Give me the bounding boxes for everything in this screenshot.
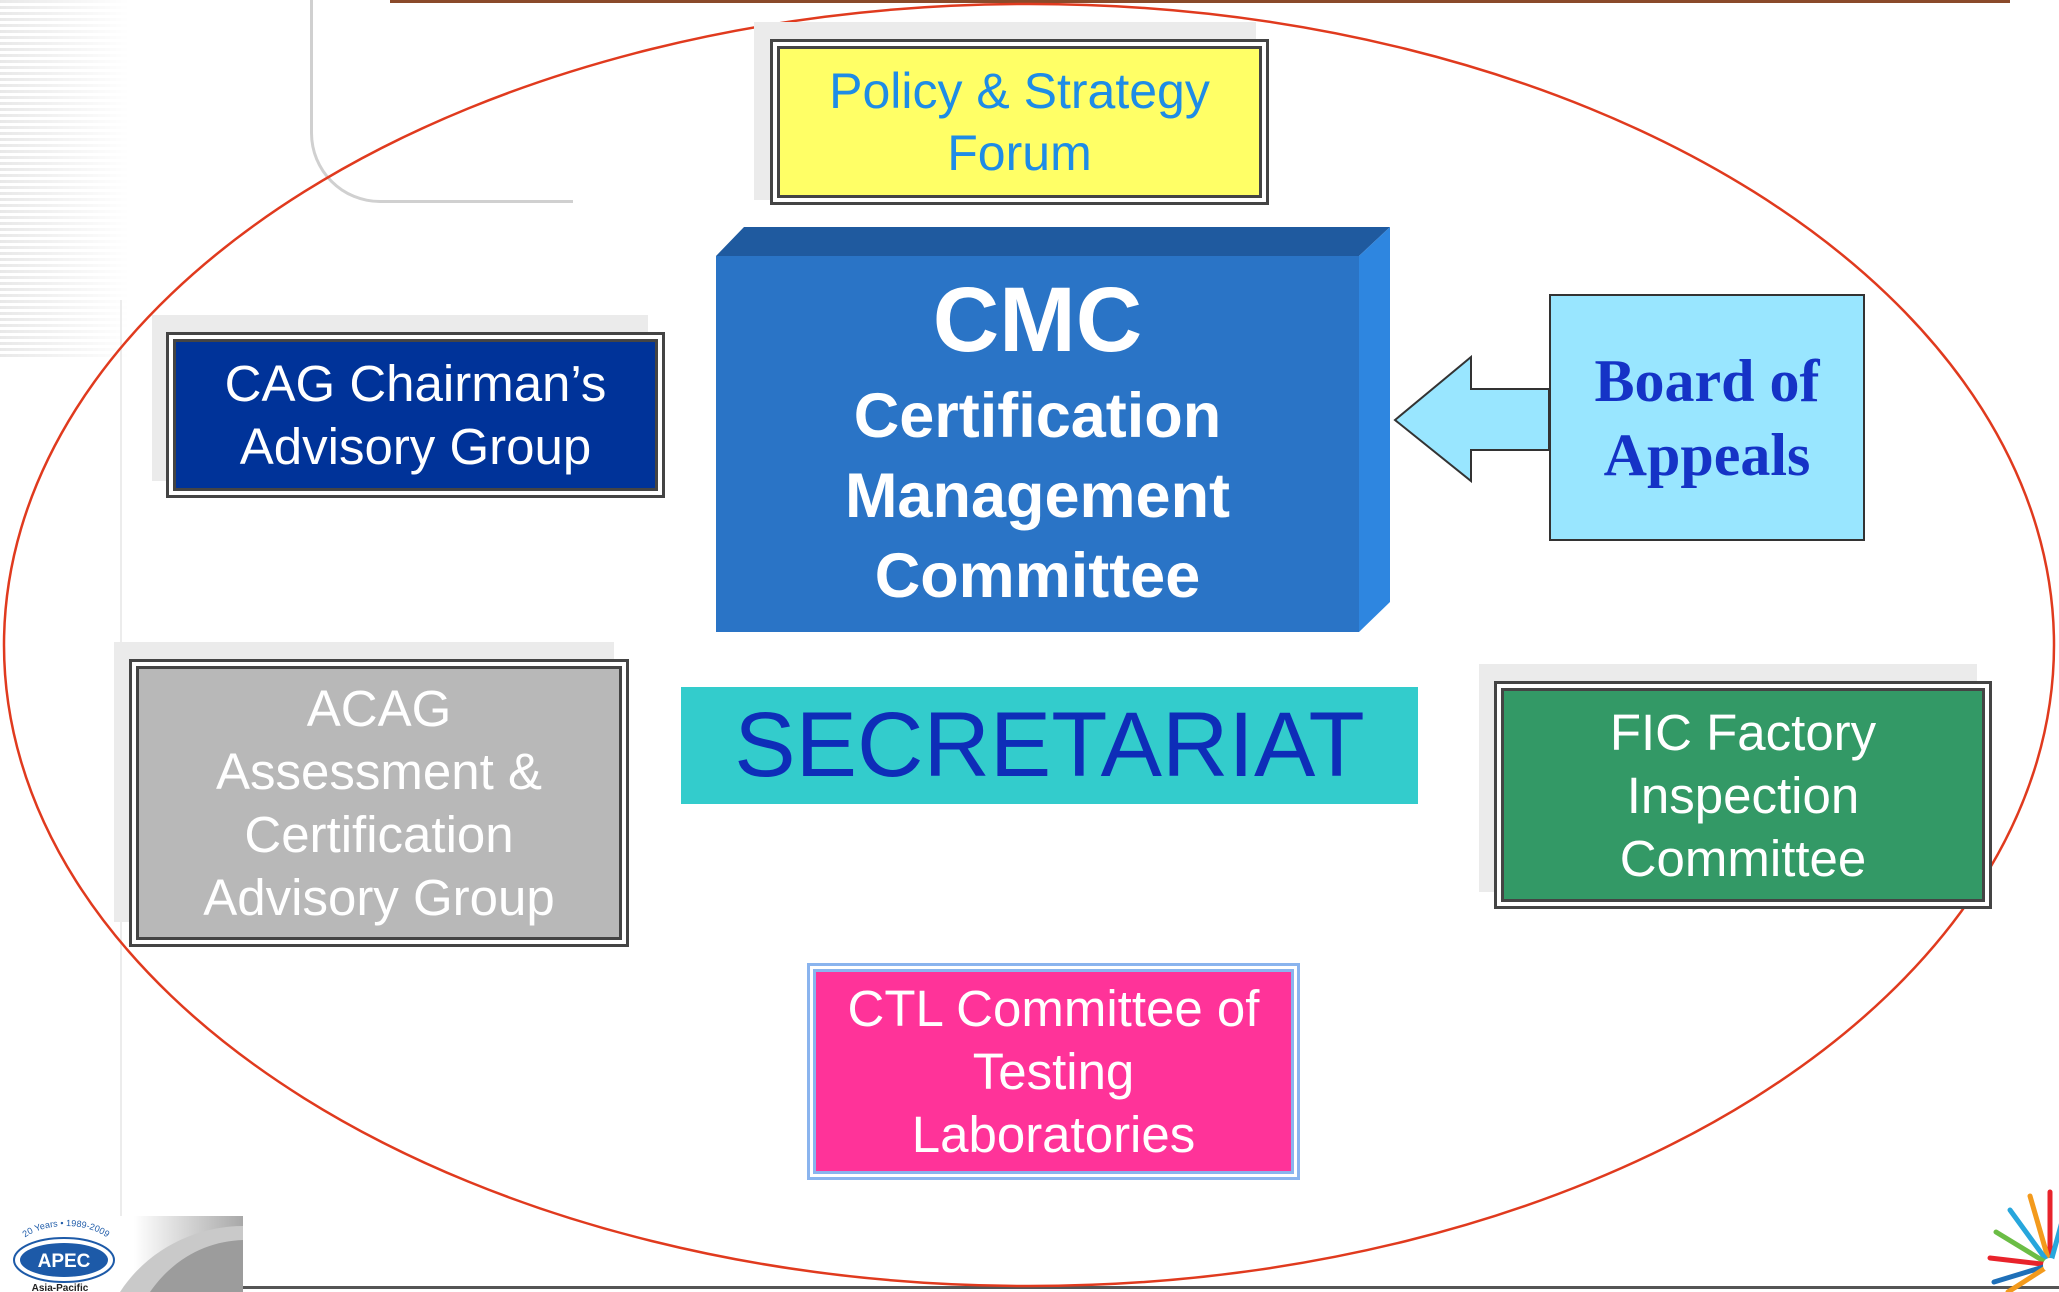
policy-forum-line-1: Policy & Strategy <box>829 63 1210 119</box>
acag-line-2: Assessment & <box>216 743 542 800</box>
apec-logo: APEC 20 Years • 1989-2009 Asia-Pacific <box>0 1216 243 1292</box>
secretariat-label: SECRETARIAT <box>734 694 1365 796</box>
cag-line-1: CAG Chairman’s <box>224 355 607 412</box>
board-of-appeals-box: Board of Appeals <box>1549 294 1865 541</box>
acag-label: ACAG Assessment & Certification Advisory… <box>136 666 622 940</box>
starburst-decoration <box>1987 1189 2059 1292</box>
fic-line-1: FIC Factory <box>1609 703 1877 761</box>
ctl-label: CTL Committee of Testing Laboratories <box>813 969 1294 1174</box>
policy-forum-label: Policy & Strategy Forum <box>777 46 1262 198</box>
policy-forum-box: Policy & Strategy Forum <box>770 39 1269 205</box>
acag-line-3: Certification <box>244 806 514 863</box>
corner-arc <box>310 0 573 203</box>
ctl-box: CTL Committee of Testing Laboratories <box>807 963 1300 1180</box>
cmc-block-top <box>716 227 1390 256</box>
cag-label: CAG Chairman’s Advisory Group <box>173 339 658 491</box>
acag-box: ACAG Assessment & Certification Advisory… <box>129 659 629 947</box>
board-of-appeals-line-1: Board of <box>1594 347 1820 414</box>
fic-label: FIC Factory Inspection Committee <box>1501 688 1985 902</box>
acag-line-4: Advisory Group <box>203 869 555 926</box>
acag-line-1: ACAG <box>306 680 452 737</box>
ctl-line-1: CTL Committee of <box>847 980 1260 1037</box>
cmc-block-side <box>1359 227 1390 632</box>
ctl-line-2: Testing <box>972 1043 1135 1100</box>
cmc-block <box>716 227 1390 632</box>
ctl-line-3: Laboratories <box>911 1106 1196 1163</box>
cag-line-2: Advisory Group <box>239 418 592 475</box>
cmc-line-1: Certification <box>853 381 1222 451</box>
top-rule <box>390 0 2010 3</box>
board-of-appeals-line-2: Appeals <box>1603 421 1811 488</box>
cmc-full-name: Certification Management Committee <box>845 376 1230 616</box>
apec-logo-subtitle: Asia-Pacific <box>32 1283 89 1292</box>
apec-logo-text: APEC <box>38 1251 91 1272</box>
cmc-line-3: Committee <box>874 541 1201 611</box>
fic-line-2: Inspection <box>1626 766 1860 824</box>
secretariat-box: SECRETARIAT <box>681 687 1418 804</box>
fic-box: FIC Factory Inspection Committee <box>1494 681 1992 909</box>
cmc-abbreviation: CMC <box>932 269 1143 371</box>
policy-forum-line-2: Forum <box>947 125 1092 181</box>
cmc-block-front <box>716 256 1359 632</box>
appeal-arrow <box>1393 354 1550 484</box>
bottom-rule <box>0 1286 2059 1289</box>
background-stripes <box>0 0 130 360</box>
fic-line-3: Committee <box>1619 829 1867 887</box>
cag-box: CAG Chairman’s Advisory Group <box>166 332 665 498</box>
cmc-label: CMC Certification Management Committee <box>716 256 1359 630</box>
cmc-line-2: Management <box>844 461 1231 531</box>
